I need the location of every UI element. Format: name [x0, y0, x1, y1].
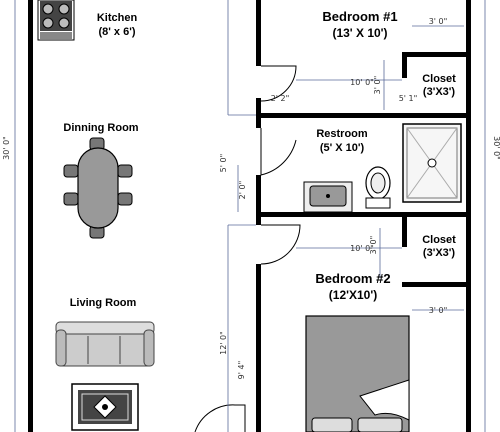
- stove-icon: [37, 0, 75, 41]
- dim-closet2-height: 3' 0": [369, 236, 378, 255]
- living-title: Living Room: [70, 297, 137, 309]
- kitchen-title: Kitchen: [97, 12, 138, 24]
- toilet-icon: [365, 166, 391, 209]
- dim-lower-height2: 9' 4": [237, 361, 246, 380]
- bedroom1-title: Bedroom #1: [322, 9, 397, 24]
- rug-icon: [71, 383, 139, 431]
- dim-bedroom2-depth: 10' 0": [350, 244, 374, 253]
- dim-door1: 2' 2": [271, 94, 290, 103]
- shower-icon: [402, 123, 462, 203]
- closet1-title: Closet: [422, 73, 456, 85]
- bedroom1-door: [260, 65, 297, 102]
- restroom-door: [260, 128, 297, 176]
- walls: [28, 0, 471, 432]
- bedroom1-size: (13' X 10'): [332, 26, 387, 40]
- dim-right-total: 30' 0": [492, 136, 500, 160]
- restroom-size: (5' X 10'): [320, 142, 365, 154]
- outer-dimension-lines: [14, 0, 486, 432]
- dim-closet2-width: 3' 0": [429, 306, 448, 315]
- inner-dimension-lines: [227, 0, 464, 432]
- dining-table-icon: [63, 137, 133, 239]
- bedroom2-door: [260, 224, 301, 265]
- dim-closet1-depth: 3' 0": [373, 76, 382, 95]
- dim-left-total: 30' 0": [2, 136, 11, 160]
- doors: [194, 65, 301, 432]
- bedroom2-size: (12'X10'): [329, 288, 377, 302]
- dim-restroom-height: 5' 0": [219, 154, 228, 173]
- restroom-title: Restroom: [316, 128, 368, 140]
- dim-bedroom1-depth: 10' 0": [350, 78, 374, 87]
- closet2-size: (3'X3'): [423, 247, 455, 259]
- dim-lower-height: 12' 0": [219, 331, 228, 355]
- dim-closet1-width: 3' 0": [429, 17, 448, 26]
- sofa-icon: [55, 321, 155, 367]
- dining-title: Dinning Room: [63, 122, 138, 134]
- bedroom2-title: Bedroom #2: [315, 271, 390, 286]
- kitchen-size: (8' x 6'): [98, 26, 135, 38]
- dim-restroom-door: 2' 0": [238, 181, 247, 200]
- front-door: [194, 404, 246, 432]
- closet1-size: (3'X3'): [423, 86, 455, 98]
- closet2-title: Closet: [422, 234, 456, 246]
- bed-icon: [305, 315, 410, 432]
- dim-closet1-door: 5' 1": [399, 94, 418, 103]
- sink-icon: [303, 181, 353, 213]
